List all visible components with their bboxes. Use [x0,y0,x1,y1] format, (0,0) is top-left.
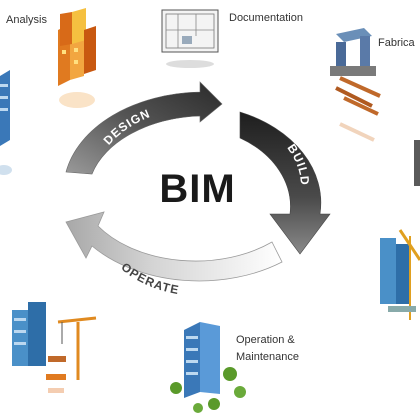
operation-maintenance-label: Operation & Maintenance [236,332,299,366]
fabrication-machine-icon [330,28,381,142]
bim-title: BIM [159,167,236,211]
documentation-label: Documentation [229,12,303,24]
operation-label-line1: Operation & [236,334,295,346]
build-arrow [239,111,331,255]
operation-building-icon [170,322,246,413]
operate-arrow [65,211,283,282]
left-building-icon [0,70,12,175]
documentation-blueprint-icon [161,9,219,68]
fabrication-label: Fabrica [378,37,415,49]
analysis-building-icon [58,8,96,108]
construction-crane-icon [12,302,97,393]
design-arrow [65,81,223,175]
operation-label-line2: Maintenance [236,351,299,363]
right-building-icon [380,140,420,320]
analysis-label: Analysis [6,14,47,26]
